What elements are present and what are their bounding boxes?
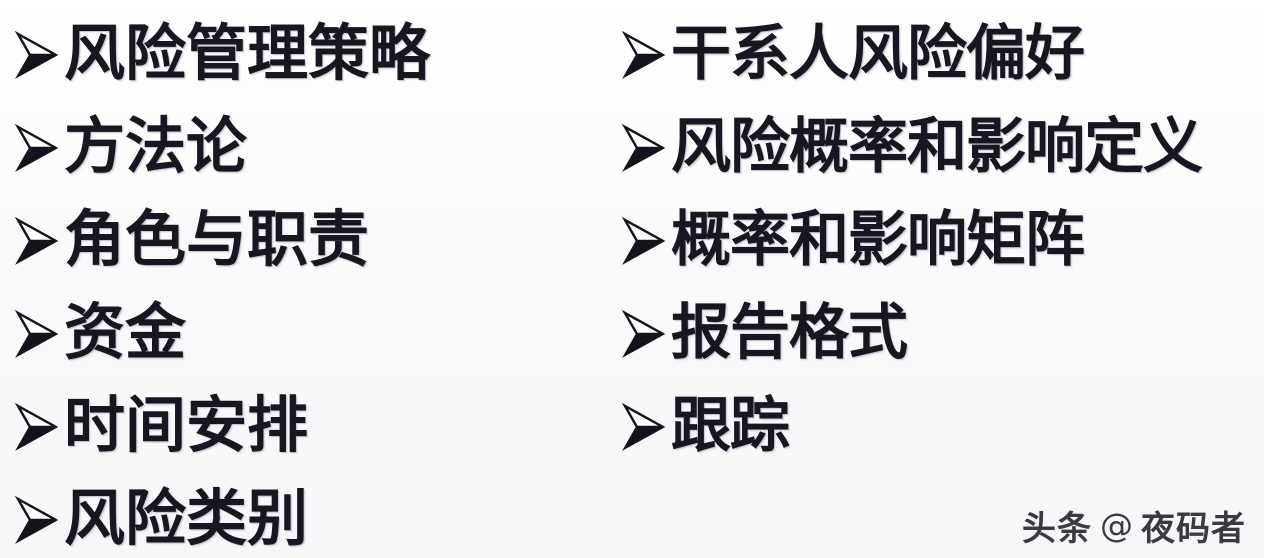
list-item-label: 风险概率和影响定义: [671, 111, 1203, 182]
list-item-label: 报告格式: [671, 297, 908, 368]
list-item-label: 方法论: [64, 111, 248, 182]
arrow-bullet-icon: [14, 396, 60, 458]
list-item: 风险管理策略: [14, 6, 610, 99]
list-item: 风险类别: [14, 471, 610, 558]
arrow-bullet-icon: [621, 303, 667, 365]
list-item-label: 概率和影响矩阵: [671, 204, 1085, 275]
list-item: 角色与职责: [14, 192, 610, 285]
list-item-label: 风险类别: [64, 483, 309, 554]
list-item: 资金: [14, 285, 610, 378]
list-item: 干系人风险偏好: [621, 6, 1264, 99]
list-item: 时间安排: [14, 378, 610, 471]
arrow-bullet-icon: [14, 117, 60, 179]
list-item-label: 角色与职责: [64, 204, 370, 275]
arrow-bullet-icon: [14, 24, 60, 86]
list-item-label: 干系人风险偏好: [671, 18, 1085, 89]
list-item-label: 时间安排: [64, 390, 309, 461]
list-item: 风险概率和影响定义: [621, 99, 1264, 192]
list-item: 跟踪: [621, 378, 1264, 471]
arrow-bullet-icon: [621, 117, 667, 179]
arrow-bullet-icon: [621, 396, 667, 458]
arrow-bullet-icon: [14, 303, 60, 365]
left-bullet-column: 风险管理策略 方法论 角色与职责: [0, 0, 610, 558]
list-item-label: 风险管理策略: [64, 18, 431, 89]
list-item: 方法论: [14, 99, 610, 192]
watermark-at-symbol: @: [1100, 506, 1133, 545]
right-bullet-column: 干系人风险偏好 风险概率和影响定义 概率和影: [610, 0, 1264, 558]
list-item-label: 跟踪: [671, 390, 790, 461]
arrow-bullet-icon: [621, 24, 667, 86]
arrow-bullet-icon: [621, 210, 667, 272]
arrow-bullet-icon: [14, 489, 60, 551]
list-item: 概率和影响矩阵: [621, 192, 1264, 285]
arrow-bullet-icon: [14, 210, 60, 272]
watermark-username: 夜码者: [1141, 509, 1246, 549]
list-item: 报告格式: [621, 285, 1264, 378]
watermark-brand: 头条: [1022, 509, 1092, 549]
list-item-label: 资金: [64, 297, 187, 368]
watermark: 头条 @ 夜码者: [1022, 501, 1246, 550]
